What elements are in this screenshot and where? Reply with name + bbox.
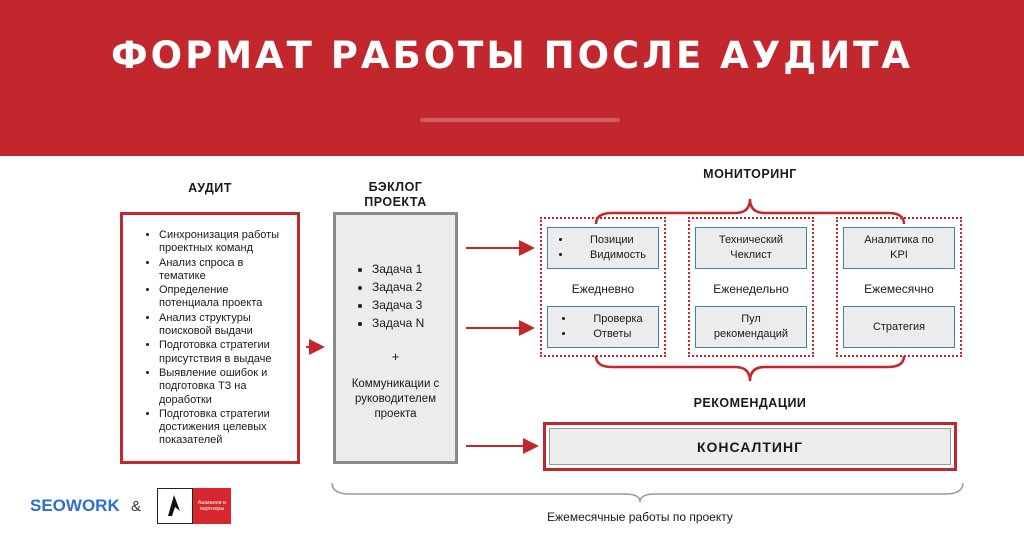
backlog-box: Задача 1 Задача 2 Задача 3 Задача N + Ко…: [333, 212, 458, 464]
backlog-task: Задача 2: [372, 278, 455, 296]
consulting-label: КОНСАЛТИНГ: [549, 428, 951, 465]
monitoring-title: МОНИТОРИНГ: [703, 167, 797, 181]
backlog-task: Задача 3: [372, 296, 455, 314]
brace-monitoring: [594, 198, 906, 225]
audit-item: Синхронизация работы проектных команд: [159, 229, 291, 257]
audit-item: Выявление ошибок и подготовка ТЗ на дора…: [159, 367, 291, 408]
daily-top-item: Позиции: [572, 233, 646, 248]
audit-box: Синхронизация работы проектных команд Ан…: [120, 212, 300, 464]
backlog-task: Задача 1: [372, 260, 455, 278]
backlog-task-list: Задача 1 Задача 2 Задача 3 Задача N: [336, 260, 455, 332]
header-banner: ФОРМАТ РАБОТЫ ПОСЛЕ АУДИТА: [0, 0, 1024, 156]
monthly-bottom-box: Стратегия: [843, 306, 955, 348]
monthly-group: [836, 217, 962, 357]
audit-item: Анализ структуры поисковой выдачи: [159, 312, 291, 340]
monthly-work-caption: Ежемесячные работы по проекту: [547, 510, 733, 524]
monthly-top-box: Аналитика по KPI: [843, 227, 955, 269]
daily-label: Ежедневно: [571, 282, 635, 296]
consulting-box: КОНСАЛТИНГ: [543, 422, 957, 471]
daily-top-item: Видимость: [572, 248, 646, 263]
audit-item: Подготовка стратегии достижения целевых …: [159, 408, 291, 449]
partner-logo: Ашманов и партнеры: [193, 488, 231, 524]
weekly-label: Еженедельно: [713, 282, 789, 296]
backlog-title-line: БЭКЛОГ: [368, 180, 423, 194]
audit-item: Подготовка стратегии присутствия в выдач…: [159, 339, 291, 367]
daily-bottom-box: Проверка Ответы: [547, 306, 659, 348]
daily-bottom-item: Ответы: [575, 327, 642, 342]
weekly-top-box: Технический Чеклист: [695, 227, 807, 269]
communication-text: Коммуникации с руководителем проекта: [351, 378, 440, 420]
daily-top-box: Позиции Видимость: [547, 227, 659, 269]
weekly-group: [688, 217, 814, 357]
plus-sign: +: [391, 349, 400, 364]
audit-item: Определение потенциала проекта: [159, 284, 291, 312]
recommendations-title: РЕКОМЕНДАЦИИ: [693, 396, 807, 410]
audit-list: Синхронизация работы проектных команд Ан…: [123, 229, 297, 449]
ashmanov-arrow-icon: [157, 488, 193, 524]
brace-recommendations: [594, 355, 906, 382]
backlog-task: Задача N: [372, 314, 455, 332]
audit-item: Анализ спроса в тематике: [159, 257, 291, 285]
ampersand: &: [131, 498, 142, 515]
daily-group: [540, 217, 666, 357]
daily-bottom-item: Проверка: [575, 312, 642, 327]
monthly-label: Ежемесячно: [864, 282, 934, 296]
banner-decoration: [420, 118, 620, 122]
page-title: ФОРМАТ РАБОТЫ ПОСЛЕ АУДИТА: [110, 34, 914, 77]
backlog-title-line: ПРОЕКТА: [364, 195, 427, 209]
backlog-title: БЭКЛОГ ПРОЕКТА: [333, 180, 458, 210]
seowork-logo: SEOWORK: [30, 496, 120, 515]
weekly-bottom-box: Пул рекомендаций: [695, 306, 807, 348]
brace-monthly-work: [331, 482, 964, 503]
audit-title: АУДИТ: [188, 181, 232, 195]
